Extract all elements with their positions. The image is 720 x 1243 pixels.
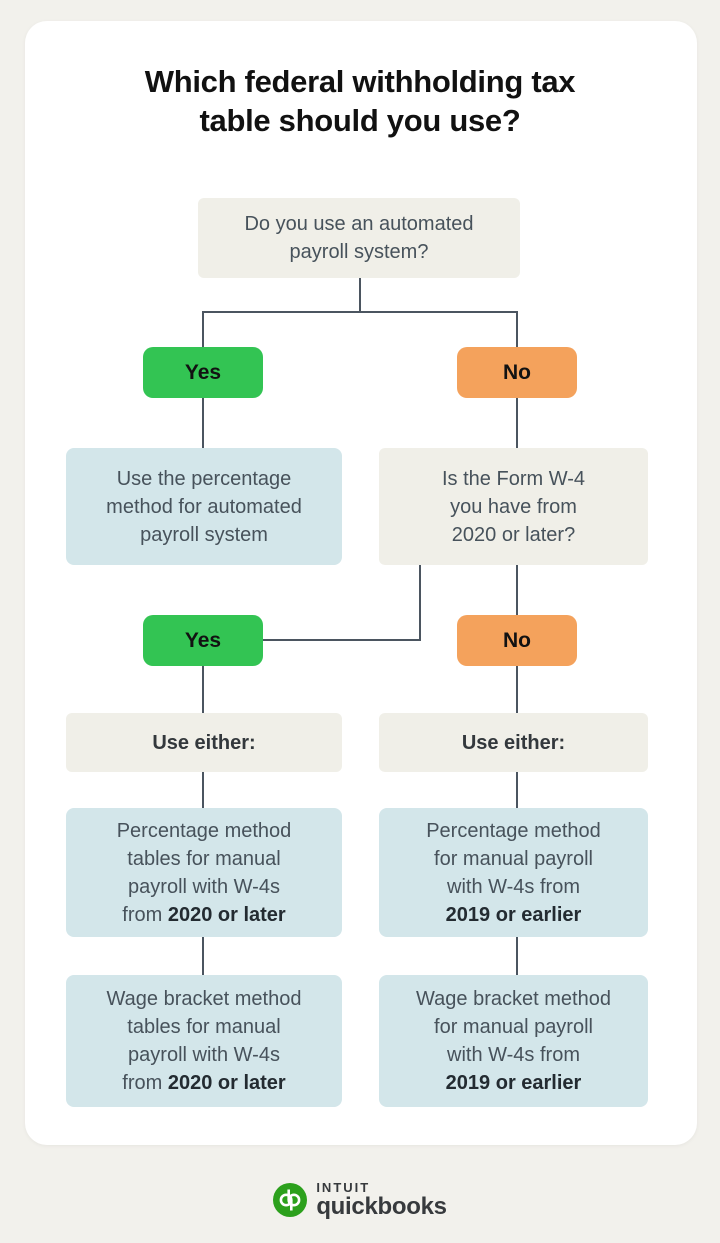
connector-either-left-down [202, 772, 204, 808]
connector-yes1-down [202, 398, 204, 448]
intuit-wordmark: INTUIT [316, 1180, 371, 1195]
connector-pm-left-down [202, 937, 204, 975]
connector-either-right-down [516, 772, 518, 808]
connector-branch-no1 [516, 311, 518, 348]
qb-monogram-icon [279, 1189, 301, 1211]
yes-badge-1: Yes [143, 347, 263, 398]
quickbooks-wordmark: quickbooks [316, 1193, 447, 1220]
quickbooks-qb-icon [273, 1183, 308, 1217]
brand-text: INTUIT quickbooks [316, 1180, 447, 1220]
connector-pm-right-down [516, 937, 518, 975]
connector-yes2-down [202, 666, 204, 713]
brand-lockup: INTUIT quickbooks [0, 1181, 720, 1219]
connector-w4-yes-elbow [263, 639, 421, 641]
connector-w4-yes-down [419, 565, 421, 640]
yes-badge-2: Yes [143, 615, 263, 666]
connector-q1-down [359, 278, 361, 312]
connector-no1-down [516, 398, 518, 448]
use-either-left: Use either: [66, 713, 342, 772]
connector-branch-yes1 [202, 311, 204, 348]
no-badge-1: No [457, 347, 577, 398]
no-badge-2: No [457, 615, 577, 666]
connector-w4-no-down [516, 565, 518, 615]
connector-no2-down [516, 666, 518, 713]
use-either-right: Use either: [379, 713, 648, 772]
connector-q1-branch [202, 311, 518, 313]
